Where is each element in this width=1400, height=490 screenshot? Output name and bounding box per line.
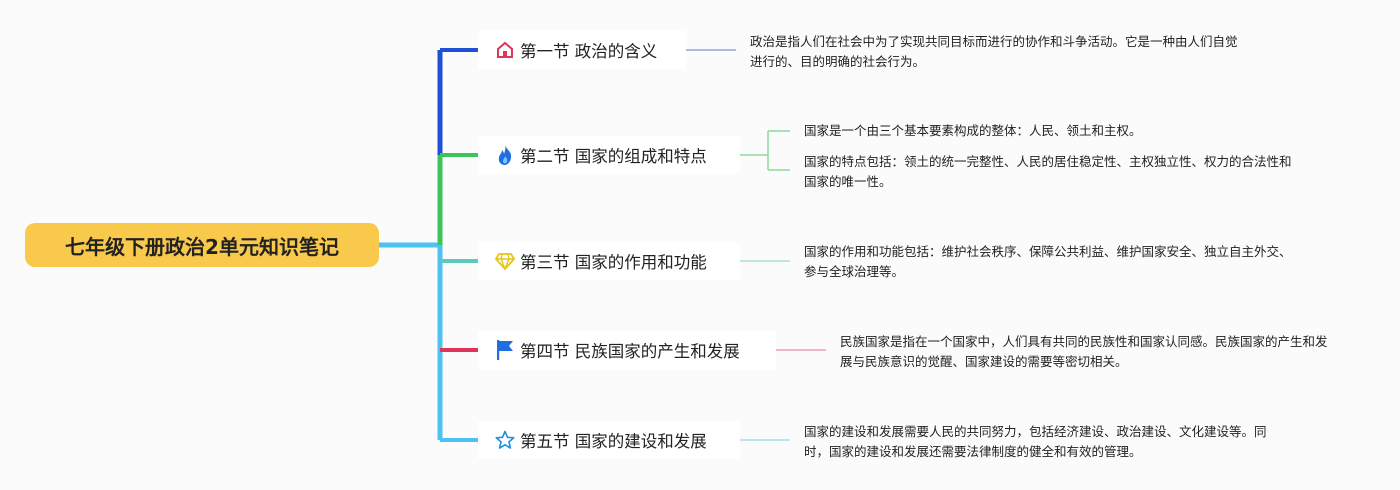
- topic-section-5[interactable]: 第五节 国家的建设和发展: [478, 421, 740, 459]
- topic-section-4[interactable]: 第四节 民族国家的产生和发展: [478, 331, 776, 369]
- topic-label: 第一节 政治的含义: [520, 42, 658, 61]
- note-section-2b[interactable]: 国家的特点包括：领土的统一完整性、人民的居住稳定性、主权独立性、权力的合法性和国…: [804, 154, 1292, 189]
- topic-section-1[interactable]: 第一节 政治的含义: [478, 31, 686, 69]
- gem-icon: [494, 250, 516, 272]
- topic-label: 第五节 国家的建设和发展: [520, 432, 707, 451]
- home-icon: [494, 39, 516, 61]
- fire-icon: [494, 144, 516, 166]
- topic-section-2[interactable]: 第二节 国家的组成和特点: [478, 136, 740, 174]
- topic-label: 第四节 民族国家的产生和发展: [520, 342, 740, 361]
- root-topic[interactable]: 七年级下册政治2单元知识笔记: [25, 223, 379, 267]
- topic-section-3[interactable]: 第三节 国家的作用和功能: [478, 242, 740, 280]
- flag-icon: [494, 339, 516, 361]
- star-icon: [494, 429, 516, 451]
- topic-label: 第二节 国家的组成和特点: [520, 147, 707, 166]
- note-line-2: [740, 130, 790, 171]
- note-section-4[interactable]: 民族国家是指在一个国家中，人们具有共同的民族性和国家认同感。民族国家的产生和发展…: [840, 334, 1328, 369]
- note-section-5[interactable]: 国家的建设和发展需要人民的共同努力，包括经济建设、政治建设、文化建设等。同时，国…: [804, 424, 1267, 459]
- note-section-2a[interactable]: 国家是一个由三个基本要素构成的整体：人民、领土和主权。: [804, 123, 1142, 138]
- note-section-3[interactable]: 国家的作用和功能包括：维护社会秩序、保障公共利益、维护国家安全、独立自主外交、参…: [804, 244, 1292, 279]
- note-section-1[interactable]: 政治是指人们在社会中为了实现共同目标而进行的协作和斗争活动。它是一种由人们自觉进…: [750, 34, 1238, 69]
- topic-label: 第三节 国家的作用和功能: [520, 253, 707, 272]
